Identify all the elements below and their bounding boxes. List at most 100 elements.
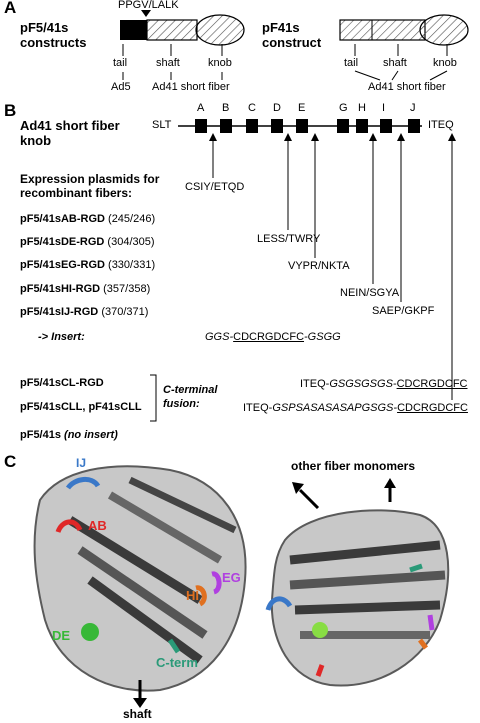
beta-strand-2 [77,546,208,639]
right-shaft-block [339,19,426,41]
knob-ellipse [195,14,245,46]
loop-de [81,623,99,641]
strand-label: A [197,102,205,114]
other-monomers-label: other fiber monomers [291,459,416,473]
right-loop-cterm [409,563,423,573]
strand-label: J [410,102,416,114]
seq-start: SLT [152,119,172,131]
beta-strand-1 [67,516,203,604]
strand-label: C [248,102,256,114]
seq-end: ITEQ [428,119,454,131]
knob-title-line2: knob [20,133,52,148]
right-loop-eg [427,614,435,631]
beta-strand-5 [128,476,237,534]
no-insert-note: (no insert) [64,429,118,441]
site-hi: NEIN/SGYA [340,287,400,299]
right-tail-label: tail [344,57,359,69]
loop-ij [65,477,101,490]
plasmid-name: pF5/41sIJ-RGD [20,306,99,318]
loop-label-ij: IJ [76,456,87,470]
loop-label-eg: EG [222,570,241,585]
plasmid-name: pF5/41sHI-RGD [20,283,101,295]
knob-sequence-diagram [178,119,422,133]
plasmid-row: pF5/41sHI-RGD (357/358) [20,283,150,295]
right-shaft-label: shaft [383,57,407,69]
monomer-arrow-1-line [298,488,320,510]
panel-label-c: C [4,452,17,471]
plasmid-position: (370/371) [101,306,149,318]
strand-box [356,119,368,133]
plasmid-row: pF5/41sEG-RGD (330/331) [20,259,155,271]
plasmids-heading-line1: Expression plasmids for [20,172,160,186]
left-shaft-label: shaft [156,57,180,69]
right-structure-outline [270,509,450,687]
cterm-seq-pre: ITEQ- [300,378,330,390]
cterm-label-line2: fusion: [163,398,200,410]
right-origin-line-1 [354,70,381,81]
site-de: LESS/TWRY [257,233,321,245]
insert-sequence: GGS-CDCRGDCFC-GSGG [205,331,341,343]
knob-structure-right [265,478,450,687]
strand-label: D [273,102,281,114]
cterm-seq-core: CDCRGDCFC [397,402,468,414]
cterm-seq-linker: GSPSASASASAPGSGS- [272,402,398,414]
knob-structure-left [33,465,247,708]
cterm-seq-linker: GSGSGSGS- [329,378,397,390]
plasmid-position: (330/331) [108,259,156,271]
plasmid-position: (304/305) [107,236,155,248]
monomer-arrow-1-head [292,482,304,494]
right-strand-1 [289,540,441,565]
left-title-line2: constructs [20,35,87,50]
strand-label: B [222,102,230,114]
cterm-seq-1: ITEQ-GSGSGSGS-CDCRGDCFC [300,378,467,390]
plasmid-name: pF5/41sAB-RGD [20,213,105,225]
left-knob-label: knob [208,57,232,69]
ad5-label: Ad5 [111,81,131,93]
right-loop-ab [315,664,325,677]
strand-box [220,119,232,133]
cterm-bracket [150,374,157,422]
insertion-arrows [209,133,456,400]
strand-boxes [195,119,420,133]
no-insert-row: pF5/41s (no insert) [20,429,118,441]
left-tail-label: tail [113,57,128,69]
ad5-tail-block [120,20,147,40]
loop-ab [55,519,83,534]
right-knob-ellipse [419,14,469,46]
cterm-seq-core: CDCRGDCFC [396,378,468,390]
cterm-label-line1: C-terminal [163,384,218,396]
shaft-arrow-head [133,698,147,708]
strand-box [408,119,420,133]
knob-title-line1: Ad41 short fiber [20,118,120,133]
loop-cterm [167,638,181,654]
insert-label: -> Insert: [38,331,85,343]
loop-hi [195,585,207,607]
strand-box [271,119,283,133]
plasmid-name: pF5/41sEG-RGD [20,259,105,271]
plasmids-heading-line2: recombinant fibers: [20,186,133,200]
monomer-arrow-2-head [384,478,396,488]
beta-strand-3 [87,576,203,664]
shaft-block [146,19,198,41]
panel-label-b: B [4,101,17,120]
strand-box [246,119,258,133]
cterm-construct-1: pF5/41sCL-RGD [20,377,104,389]
right-origin-line-3 [429,70,448,81]
plasmid-name: pF5/41sDE-RGD [20,236,105,248]
loop-label-de: DE [52,628,71,643]
strand-box [296,119,308,133]
plasmid-row: pF5/41sAB-RGD (245/246) [20,213,155,225]
site-eg: VYPR/NKTA [288,260,350,272]
right-loop-de [312,622,328,638]
strand-label: G [339,102,348,114]
plasmid-row: pF5/41sIJ-RGD (370/371) [20,306,148,318]
plasmid-position: (245/246) [108,213,156,225]
right-strand-2 [289,570,446,590]
structure-outline [33,465,247,692]
strand-label: H [358,102,366,114]
right-origin-line-2 [391,70,399,81]
panel-label-a: A [4,0,17,17]
site-ij: SAEP/GKPF [372,305,435,317]
right-loop-ij [265,596,293,611]
